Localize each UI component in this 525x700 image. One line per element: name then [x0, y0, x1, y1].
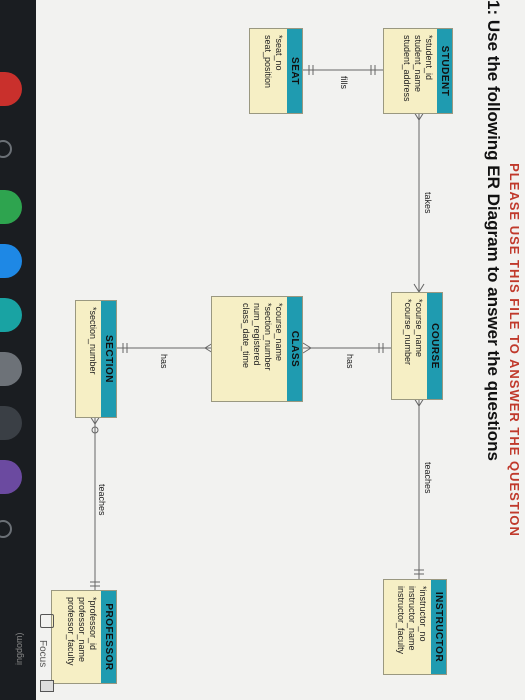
desktop-left-strip: ingdom): [0, 0, 36, 700]
entity-student[interactable]: STUDENT *student_id student_name student…: [383, 28, 453, 114]
app-icon-red[interactable]: [0, 72, 22, 106]
entity-student-title: STUDENT: [437, 29, 452, 113]
entity-course[interactable]: COURSE *course_name *course_number: [391, 292, 443, 400]
relation-has-top: has: [345, 354, 355, 369]
entity-professor-title: PROFESSOR: [101, 591, 116, 683]
entity-attr: professor_faculty: [66, 597, 76, 666]
relation-takes: takes: [423, 192, 433, 214]
entity-attr: *professor_id: [88, 597, 98, 651]
entity-professor[interactable]: PROFESSOR *professor_id professor_name p…: [51, 590, 117, 684]
document-page: PLEASE USE THIS FILE TO ANSWER THE QUEST…: [36, 0, 525, 700]
entity-attr: num_registered: [252, 303, 262, 366]
entity-seat[interactable]: SEAT *seat_no seat_position: [249, 28, 303, 114]
focus-label[interactable]: Focus: [37, 640, 48, 668]
entity-class[interactable]: CLASS *course_name *section_number num_r…: [211, 296, 303, 402]
entity-attr: *seat_no: [274, 35, 284, 71]
relation-has-bottom: has: [159, 354, 169, 369]
entity-instructor-title: INSTRUCTOR: [431, 580, 446, 674]
er-diagram-canvas: PLEASE USE THIS FILE TO ANSWER THE QUEST…: [36, 0, 525, 700]
entity-attr: instructor_faculty: [396, 586, 406, 655]
app-icon-teal[interactable]: [0, 298, 22, 332]
entity-attr: *course_name: [274, 303, 284, 362]
entity-attr: instructor_name: [407, 586, 417, 651]
circle-icon: [0, 520, 12, 538]
entity-section[interactable]: SECTION *section_number: [75, 300, 117, 418]
relation-teaches-top: teaches: [423, 462, 433, 494]
entity-section-title: SECTION: [101, 301, 116, 417]
entity-instructor[interactable]: INSTRUCTOR *instructor_no instructor_nam…: [383, 579, 447, 675]
circle-icon: [0, 140, 12, 158]
entity-attr: student_name: [413, 35, 423, 93]
pin-icon[interactable]: [40, 680, 54, 692]
entity-attr: seat_position: [263, 35, 273, 89]
relationship-lines: [89, 65, 425, 590]
entity-class-title: CLASS: [287, 297, 302, 401]
app-icon-dark[interactable]: [0, 406, 22, 440]
entity-attr: student_address: [402, 35, 412, 102]
entity-attr: *section_number: [88, 307, 98, 375]
relation-fills: fills: [339, 76, 349, 89]
entity-seat-title: SEAT: [287, 29, 302, 113]
entity-attr: *course_name: [414, 299, 424, 358]
entity-attr: *instructor_no: [418, 586, 428, 642]
relation-teaches-bottom: teaches: [97, 484, 107, 516]
entity-attr: *student_id: [424, 35, 434, 81]
focus-icon[interactable]: [40, 614, 54, 628]
app-icon-purple[interactable]: [0, 460, 22, 494]
side-text: ingdom): [14, 632, 24, 665]
entity-course-title: COURSE: [427, 293, 442, 399]
app-icon-blue[interactable]: [0, 244, 22, 278]
app-icon-green[interactable]: [0, 190, 22, 224]
entity-attr: *course_number: [403, 299, 413, 366]
entity-attr: class_date_time: [241, 303, 251, 369]
app-icon-gray[interactable]: [0, 352, 22, 386]
entity-attr: *section_number: [263, 303, 273, 371]
entity-attr: professor_name: [77, 597, 87, 663]
